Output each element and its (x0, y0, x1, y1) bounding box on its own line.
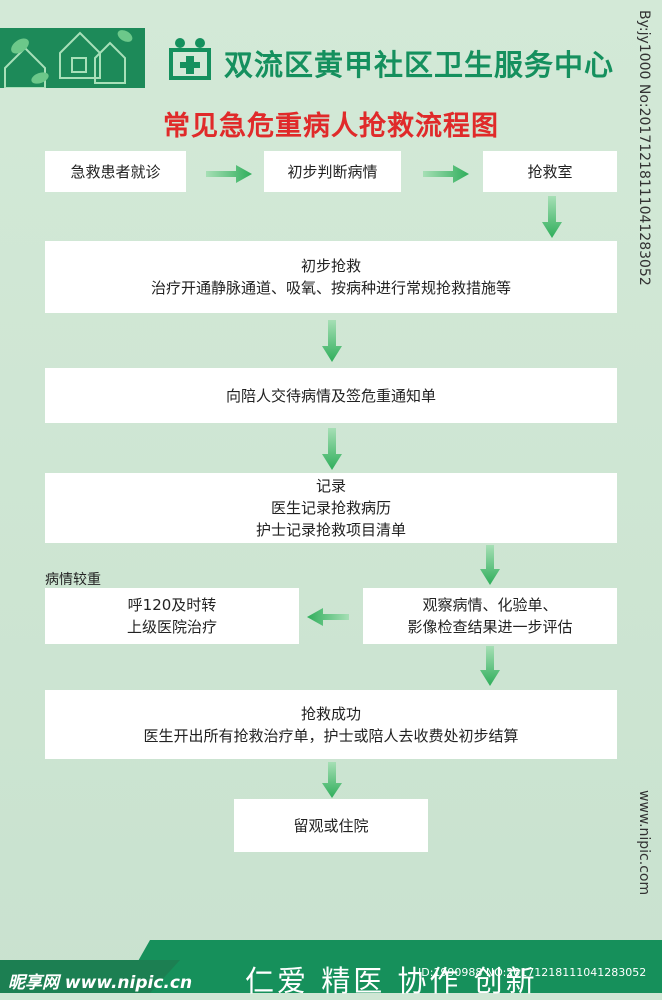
step-observe: 观察病情、化验单、 影像检查结果进一步评估 (363, 588, 617, 644)
arrow-down-3-icon (322, 428, 342, 470)
arrow-down-5-icon (480, 646, 500, 686)
watermark-right: ID:1990988 NO:20171218111041283052 (418, 966, 647, 979)
page-title: 常见急危重病人抢救流程图 (163, 111, 499, 142)
step-inform-family: 向陪人交待病情及签危重通知单 (45, 368, 617, 423)
step-initial-rescue: 初步抢救 治疗开通静脉通道、吸氧、按病种进行常规抢救措施等 (45, 241, 617, 313)
step-line: 上级医院治疗 (126, 618, 217, 636)
arrow-right-2-icon (423, 165, 469, 183)
step-title: 抢救成功 (300, 704, 361, 723)
side-watermark-bottom: www.nipic.com (636, 790, 652, 896)
step-rescue-success: 抢救成功 医生开出所有抢救治疗单，护士或陪人去收费处初步结算 (45, 690, 617, 759)
step-record: 记录 医生记录抢救病历 护士记录抢救项目清单 (45, 473, 617, 543)
step-rescue-room: 抢救室 (483, 151, 617, 192)
side-watermark-top: By:jy1000 No:20171218111041283052 (636, 10, 652, 286)
step-label: 初步判断病情 (287, 162, 378, 181)
step-label: 留观或住院 (293, 816, 369, 835)
step-label: 向陪人交待病情及签危重通知单 (225, 386, 436, 405)
arrow-down-1-icon (542, 196, 562, 238)
step-label: 抢救室 (527, 162, 573, 181)
step-initial-assessment: 初步判断病情 (264, 151, 401, 192)
step-label: 急救患者就诊 (70, 162, 161, 181)
org-name: 双流区黄甲社区卫生服务中心 (224, 48, 615, 82)
step-body: 医生开出所有抢救治疗单，护士或陪人去收费处初步结算 (143, 726, 519, 745)
step-admission: 留观或住院 (234, 799, 428, 852)
step-line: 护士记录抢救项目清单 (255, 521, 406, 539)
arrow-down-4-icon (480, 545, 500, 585)
step-patient-visit: 急救患者就诊 (45, 151, 186, 192)
arrow-left-icon (307, 608, 349, 626)
house-banner (0, 28, 145, 88)
step-title: 记录 (315, 477, 346, 495)
step-line: 呼120及时转 (127, 596, 217, 614)
watermark-left: 昵享网 www.nipic.cn (8, 973, 193, 993)
arrow-down-6-icon (322, 762, 342, 798)
clinic-logo-icon (168, 36, 212, 80)
step-body: 治疗开通静脉通道、吸氧、按病种进行常规抢救措施等 (150, 279, 511, 297)
step-title: 初步抢救 (300, 257, 361, 275)
step-transfer: 呼120及时转 上级医院治疗 (45, 588, 299, 644)
arrow-right-1-icon (206, 165, 252, 183)
arrow-down-2-icon (322, 320, 342, 362)
slogan: 仁爱 精医 协作 创新 (245, 964, 538, 998)
step-line: 观察病情、化验单、 (422, 596, 558, 614)
footer-band (0, 940, 662, 993)
step-line: 医生记录抢救病历 (270, 499, 391, 517)
step-line: 影像检查结果进一步评估 (407, 618, 573, 636)
serious-condition-label: 病情较重 (45, 572, 101, 588)
